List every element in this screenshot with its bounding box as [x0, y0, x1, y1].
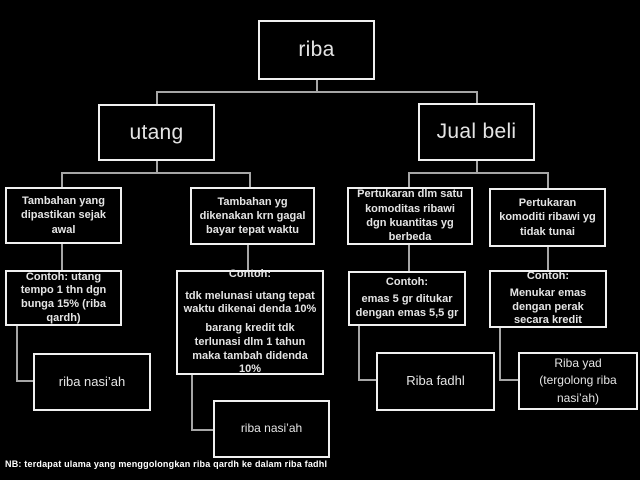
node-contoh-qardh-text: Contoh: utang tempo 1 thn dgn bunga 15% … [20, 270, 107, 324]
node-contoh-denda-para2: barang kredit tdk terlunasi dlm 1 tahun … [192, 322, 308, 376]
node-riba-yad-line1: Riba yad [554, 355, 602, 370]
node-contoh-emas: Contoh: emas 5 gr ditukar dengan emas 5,… [348, 271, 466, 326]
node-riba-nasiah-2: riba nasi’ah [213, 400, 330, 458]
connector-t4-c4 [547, 247, 549, 271]
node-riba-yad-line2: (tergolong riba nasi’ah) [539, 373, 617, 405]
connector-c3-elbow-v [358, 326, 360, 381]
connector-jualbeli-down [476, 161, 478, 174]
node-contoh-denda-para1: tdk melunasi utang tepat waktu dikenai d… [183, 289, 317, 316]
node-contoh-emas-body: emas 5 gr ditukar dengan emas 5,5 gr [355, 293, 459, 319]
footnote: NB: terdapat ulama yang menggolongkan ri… [5, 459, 328, 469]
connector-t2-c2 [247, 245, 249, 271]
node-riba-fadhl-label: Riba fadhl [406, 373, 465, 389]
node-pertukaran-kuantitas: Pertukaran dlm satu komoditas ribawi dgn… [347, 187, 473, 245]
node-contoh-perak-body: Menukar emas dengan perak secara kredit [509, 286, 587, 327]
node-contoh-emas-heading: Contoh: [385, 276, 429, 289]
node-riba-fadhl: Riba fadhl [376, 352, 495, 411]
connector-c4-elbow-h [499, 379, 519, 381]
node-utang-label: utang [129, 120, 184, 144]
node-tambahan-awal: Tambahan yang dipastikan sejak awal [5, 187, 122, 244]
connector-to-pertukaran-tunai [547, 172, 549, 189]
node-contoh-denda-heading: Contoh: [228, 267, 272, 280]
connector-to-pertukaran-kuantitas [408, 172, 410, 188]
connector-utang-horizontal [61, 172, 251, 174]
node-pertukaran-tunai: Pertukaran komoditi ribawi yg tidak tuna… [489, 188, 606, 247]
node-riba-nasiah-1: riba nasi’ah [33, 353, 151, 411]
node-riba-label: riba [298, 38, 335, 61]
node-jual-beli-label: Jual beli [436, 120, 517, 143]
connector-to-tambahan-denda [249, 172, 251, 188]
connector-c2-elbow-v [191, 375, 193, 431]
node-tambahan-denda: Tambahan yg dikenakan krn gagal bayar te… [190, 187, 315, 245]
node-contoh-qardh: Contoh: utang tempo 1 thn dgn bunga 15% … [5, 270, 122, 326]
node-jual-beli: Jual beli [418, 103, 535, 161]
connector-level2-horizontal [156, 91, 478, 93]
connector-c3-elbow-h [358, 379, 377, 381]
node-contoh-denda: Contoh: tdk melunasi utang tepat waktu d… [176, 267, 324, 376]
node-riba-nasiah-2-label: riba nasi’ah [240, 421, 303, 436]
connector-t3-c3 [408, 245, 410, 272]
connector-to-jual-beli [476, 91, 478, 104]
connector-c4-elbow-v [499, 328, 501, 381]
node-pertukaran-tunai-label: Pertukaran komoditi ribawi yg tidak tuna… [499, 197, 596, 238]
connector-to-utang [156, 91, 158, 105]
connector-riba-down [316, 80, 318, 93]
node-riba-nasiah-1-label: riba nasi’ah [58, 373, 126, 389]
node-riba: riba [258, 20, 375, 80]
node-tambahan-awal-label: Tambahan yang dipastikan sejak awal [21, 195, 106, 236]
node-pertukaran-kuantitas-label: Pertukaran dlm satu komoditas ribawi dgn… [357, 188, 463, 244]
node-contoh-perak: Contoh: Menukar emas dengan perak secara… [489, 270, 607, 328]
connector-jualbeli-horizontal [408, 172, 549, 174]
node-riba-yad: Riba yad (tergolong riba nasi’ah) [518, 352, 638, 410]
connector-c1-elbow-h [16, 380, 34, 382]
node-contoh-perak-heading: Contoh: [526, 270, 570, 282]
node-tambahan-denda-label: Tambahan yg dikenakan krn gagal bayar te… [199, 195, 306, 237]
connector-c2-elbow-h [191, 429, 214, 431]
connector-utang-down [156, 161, 158, 174]
connector-c1-elbow-v [16, 326, 18, 382]
node-utang: utang [98, 104, 215, 161]
connector-to-tambahan-awal [61, 172, 63, 188]
connector-t1-c1 [61, 244, 63, 271]
